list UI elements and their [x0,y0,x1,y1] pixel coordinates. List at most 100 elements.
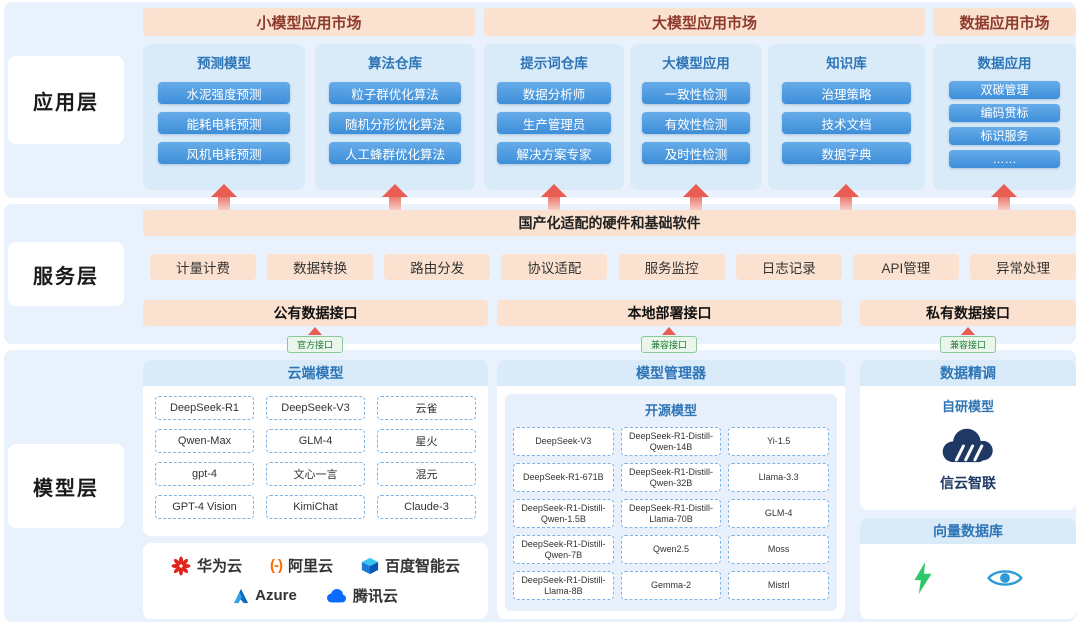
vendor-label: 华为云 [196,558,242,575]
huawei-flower-icon [171,556,191,575]
app-item: 水泥强度预测 [157,82,291,104]
vendor-label: 腾讯云 [352,588,398,605]
up-arrow-icon [683,184,709,210]
self-developed-model-title: 自研模型 [941,399,994,414]
navy-cloud-icon [942,428,993,463]
vendor-row: 华为云 (-) 阿里云 百度智能云 [143,555,488,576]
panel-title: 算法仓库 [368,56,422,71]
app-item: 解决方案专家 [496,142,612,164]
open-source-models-title: 开源模型 [644,403,697,418]
baidu-cube-icon [361,557,379,574]
model-chip: DeepSeek-R1-671B [513,463,614,492]
brand-label: 信云智联 [940,475,996,491]
service-function: 协议适配 [501,254,608,280]
interface-tag-compatible-1: 兼容接口 [640,327,698,353]
panel-title: 预测模型 [197,56,251,71]
panel-data-apps: 数据应用 双碳管理 编码贯标 标识服务 …… [933,44,1076,190]
app-item: 风机电耗预测 [157,142,291,164]
model-manager-title: 模型管理器 [497,360,845,386]
model-chip: GLM-4 [728,499,829,528]
app-item: 编码贯标 [948,103,1061,122]
eye-icon [987,570,1023,586]
vector-database-title: 向量数据库 [860,518,1076,544]
model-chip: DeepSeek-R1-Distill-Llama-8B [513,571,614,600]
model-manager-panel: 模型管理器 开源模型 DeepSeek-V3 DeepSeek-R1-Disti… [497,360,845,619]
model-chip: DeepSeek-R1-Distill-Qwen-1.5B [513,499,614,528]
app-item: 一致性检测 [641,82,751,104]
data-finetune-panel: 数据精调 自研模型 信云智联 [860,360,1076,510]
hardware-adaptation-bar: 国产化适配的硬件和基础软件 [143,210,1076,236]
open-source-models-grid: DeepSeek-V3 DeepSeek-R1-Distill-Qwen-14B… [505,421,837,608]
interface-public-data: 公有数据接口 [143,300,488,326]
cloud-models-title: 云端模型 [143,360,488,386]
open-source-models-group: 开源模型 DeepSeek-V3 DeepSeek-R1-Distill-Qwe… [505,394,837,611]
up-arrow-icon [382,184,408,210]
cloud-models-grid: DeepSeek-R1 DeepSeek-V3 云雀 Qwen-Max GLM-… [143,386,488,529]
model-chip: gpt-4 [155,462,254,486]
up-arrow-icon [541,184,567,210]
model-chip: Claude-3 [377,495,476,519]
model-chip: 混元 [377,462,476,486]
interface-private-data: 私有数据接口 [860,300,1076,326]
service-function: 服务监控 [618,254,725,280]
vendor-label: 百度智能云 [385,558,461,575]
vendor-alibaba: (-) 阿里云 [270,555,333,576]
panel-knowledge-base: 知识库 治理策略 技术文档 数据字典 [768,44,925,190]
model-chip: DeepSeek-R1-Distill-Qwen-14B [620,427,722,456]
vendor-baidu: 百度智能云 [361,555,460,576]
vendor-tencent: 腾讯云 [325,585,398,606]
service-function: 数据转换 [267,254,374,280]
app-item: 人工蜂群优化算法 [329,142,461,164]
app-item: 随机分形优化算法 [329,112,461,134]
interface-tag-official: 官方接口 [286,327,344,353]
cloud-vendors-panel: 华为云 (-) 阿里云 百度智能云 Azure [143,543,488,619]
layer-label-application: 应用层 [8,56,124,144]
up-arrow-icon [211,184,237,210]
model-chip: 星火 [377,429,476,453]
service-function: 路由分发 [384,254,491,280]
model-chip: DeepSeek-V3 [266,396,365,420]
vendor-azure: Azure [233,587,297,604]
app-item: 生产管理员 [496,112,612,134]
model-chip: Mistrl [728,571,829,600]
alibaba-bracket-icon: (-) [269,557,283,574]
data-finetune-title: 数据精调 [860,360,1076,386]
app-item: 数据分析师 [496,82,612,104]
vendor-label: 阿里云 [287,558,333,575]
vendor-row: Azure 腾讯云 [143,585,488,606]
model-chip: Gemma-2 [620,571,722,600]
small-up-arrow-icon [661,327,676,335]
model-chip: DeepSeek-R1 [155,396,254,420]
model-chip: DeepSeek-V3 [513,427,614,456]
service-function: API管理 [852,254,959,280]
service-function: 异常处理 [969,254,1076,280]
panel-algorithm-repo: 算法仓库 粒子群优化算法 随机分形优化算法 人工蜂群优化算法 [315,44,475,190]
service-functions-row: 计量计费 数据转换 路由分发 协议适配 服务监控 日志记录 API管理 异常处理 [150,254,1076,280]
azure-triangle-icon [234,588,249,603]
app-item: 治理策略 [782,82,911,104]
small-up-arrow-icon [960,327,975,335]
cloud-models-panel: 云端模型 DeepSeek-R1 DeepSeek-V3 云雀 Qwen-Max… [143,360,488,536]
app-item: 标识服务 [948,126,1061,145]
lightning-icon [914,562,932,594]
app-item: 数据字典 [782,142,911,164]
service-function: 计量计费 [150,254,256,280]
model-chip: KimiChat [266,495,365,519]
app-item: 技术文档 [782,112,911,134]
market-large-models: 大模型应用市场 [484,8,925,36]
vendor-label: Azure [255,587,297,604]
interface-tag-compatible-2: 兼容接口 [939,327,997,353]
model-chip: DeepSeek-R1-Distill-Qwen-32B [620,463,722,492]
model-chip: 云雀 [377,396,476,420]
up-arrow-icon [991,184,1017,210]
panel-prediction-models: 预测模型 水泥强度预测 能耗电耗预测 风机电耗预测 [143,44,305,190]
app-item: 有效性检测 [641,112,751,134]
model-chip: DeepSeek-R1-Distill-Llama-70B [620,499,722,528]
app-item: 及时性检测 [641,142,751,164]
model-chip: Llama-3.3 [728,463,829,492]
app-item: 能耗电耗预测 [157,112,291,134]
panel-title: 提示词仓库 [520,56,588,71]
app-item: 粒子群优化算法 [329,82,461,104]
panel-title: 数据应用 [977,56,1032,71]
